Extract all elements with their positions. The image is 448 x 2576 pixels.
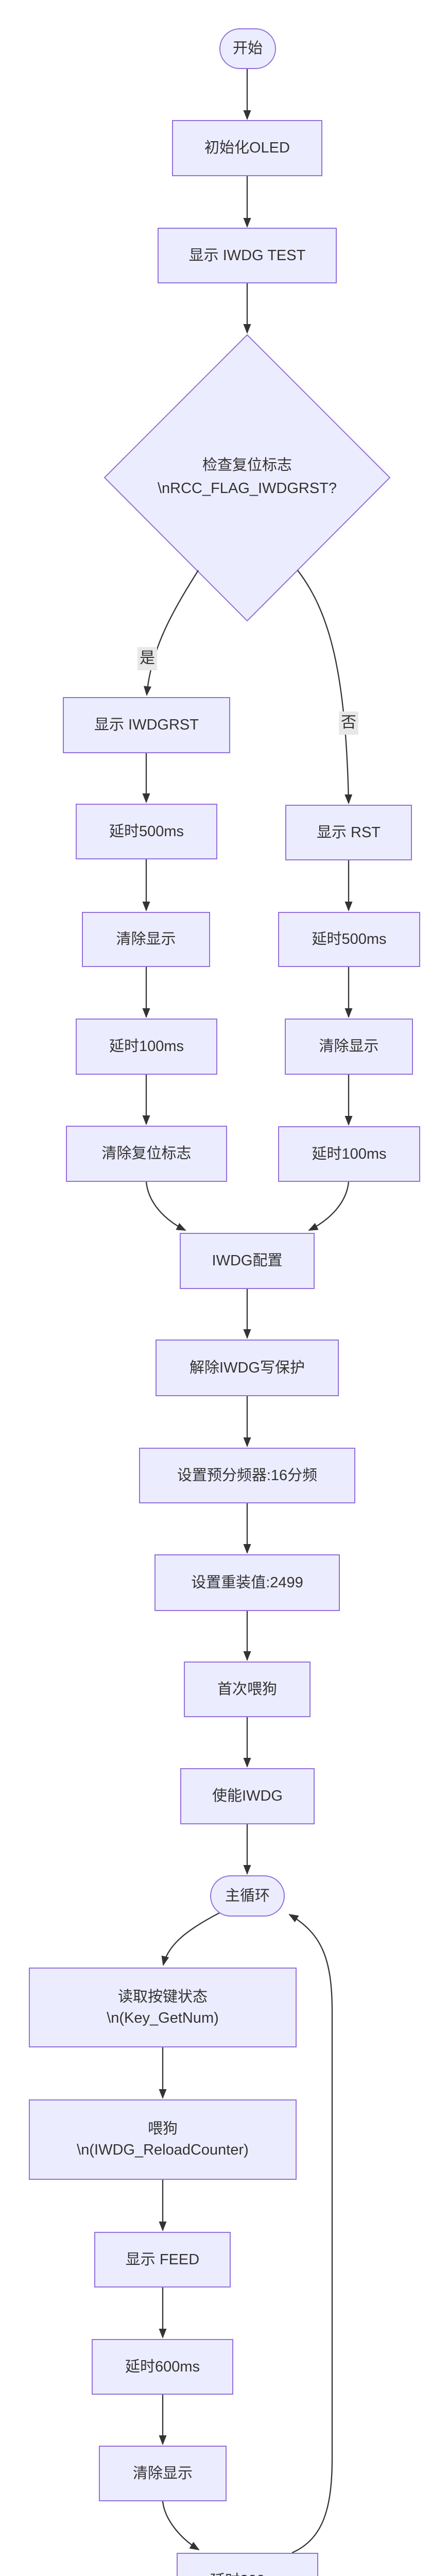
node-delay100-left: 延时100ms	[76, 1019, 217, 1075]
node-enable-iwdg: 使能IWDG	[180, 1768, 315, 1824]
node-delay600-label: 延时600ms	[125, 2358, 200, 2375]
node-clear-reset-flag: 清除复位标志	[66, 1126, 227, 1182]
node-main-loop-label: 主循环	[225, 1887, 270, 1904]
node-delay100-right-label: 延时100ms	[312, 1145, 387, 1162]
node-set-reload-label: 设置重装值:2499	[191, 1574, 303, 1591]
node-clear-display-left: 清除显示	[82, 912, 210, 967]
node-show-iwdgrst: 显示 IWDGRST	[63, 697, 230, 753]
node-read-key-line2: \n(Key_GetNum)	[107, 2009, 219, 2026]
node-delay500-right-label: 延时500ms	[312, 931, 387, 948]
node-start-label: 开始	[232, 40, 263, 57]
node-check-reset-flag-shape	[104, 334, 391, 622]
node-unlock-write-protect: 解除IWDG写保护	[156, 1340, 339, 1396]
node-unlock-write-protect-label: 解除IWDG写保护	[189, 1359, 305, 1376]
edge-check-yes	[144, 570, 199, 696]
node-delay500-right: 延时500ms	[278, 912, 420, 967]
node-show-iwdg-test-label: 显示 IWDG TEST	[188, 247, 306, 264]
node-iwdg-config-label: IWDG配置	[212, 1252, 283, 1269]
node-feed-dog-line1: 喂狗	[147, 2121, 178, 2138]
node-delay500-left: 延时500ms	[76, 804, 217, 859]
node-show-rst: 显示 RST	[285, 805, 412, 860]
node-delay200: 延时200ms	[177, 2553, 318, 2576]
edge-check-no	[297, 570, 353, 804]
node-clear-display-right-label: 清除显示	[319, 1038, 379, 1055]
node-show-iwdgrst-label: 显示 IWDGRST	[94, 717, 199, 734]
node-init-oled-label: 初始化OLED	[204, 140, 290, 157]
edge-mainloop-readkey	[161, 1911, 221, 1966]
edge-label-no: 否	[339, 711, 358, 735]
edge-delay100r-config	[308, 1181, 350, 1231]
node-read-key: 读取按键状态 \n(Key_GetNum)	[29, 1968, 297, 2047]
node-first-feed-label: 首次喂狗	[217, 1681, 277, 1698]
node-delay600: 延时600ms	[92, 2339, 233, 2395]
node-set-prescaler: 设置预分频器:16分频	[139, 1448, 355, 1503]
node-enable-iwdg-label: 使能IWDG	[212, 1788, 283, 1805]
node-iwdg-config: IWDG配置	[180, 1233, 315, 1289]
node-delay200-label: 延时200ms	[210, 2570, 285, 2576]
node-delay500-left-label: 延时500ms	[109, 823, 184, 840]
node-show-rst-label: 显示 RST	[316, 824, 381, 841]
node-delay100-right: 延时100ms	[278, 1126, 420, 1182]
edge-clearloop-delay200	[162, 2501, 200, 2551]
node-clear-reset-flag-label: 清除复位标志	[101, 1145, 192, 1162]
node-main-loop: 主循环	[210, 1875, 285, 1917]
node-first-feed: 首次喂狗	[184, 1662, 311, 1717]
node-show-feed: 显示 FEED	[94, 2232, 231, 2287]
node-feed-dog: 喂狗 \n(IWDG_ReloadCounter)	[29, 2099, 297, 2180]
node-start: 开始	[219, 28, 276, 69]
node-delay100-left-label: 延时100ms	[109, 1038, 184, 1055]
node-set-prescaler-label: 设置预分频器:16分频	[177, 1467, 318, 1484]
node-clear-display-left-label: 清除显示	[116, 931, 176, 948]
edge-clearflag-config	[145, 1181, 186, 1231]
node-clear-display-right: 清除显示	[285, 1019, 413, 1075]
node-read-key-line1: 读取按键状态	[117, 1988, 208, 2005]
node-check-reset-flag: 检查复位标志 \nRCC_FLAG_IWDGRST?	[108, 452, 386, 502]
edge-delay200-mainloop	[288, 1913, 333, 2554]
node-feed-dog-line2: \n(IWDG_ReloadCounter)	[77, 2142, 249, 2158]
node-clear-display-loop-label: 清除显示	[132, 2465, 193, 2482]
node-init-oled: 初始化OLED	[172, 120, 322, 176]
node-show-iwdg-test: 显示 IWDG TEST	[158, 228, 337, 283]
edge-label-yes: 是	[137, 647, 157, 670]
node-clear-display-loop: 清除显示	[99, 2446, 227, 2501]
node-set-reload: 设置重装值:2499	[154, 1554, 340, 1611]
node-check-reset-flag-line1: 检查复位标志	[202, 457, 292, 474]
node-show-feed-label: 显示 FEED	[125, 2251, 200, 2268]
node-check-reset-flag-line2: \nRCC_FLAG_IWDGRST?	[157, 480, 337, 497]
